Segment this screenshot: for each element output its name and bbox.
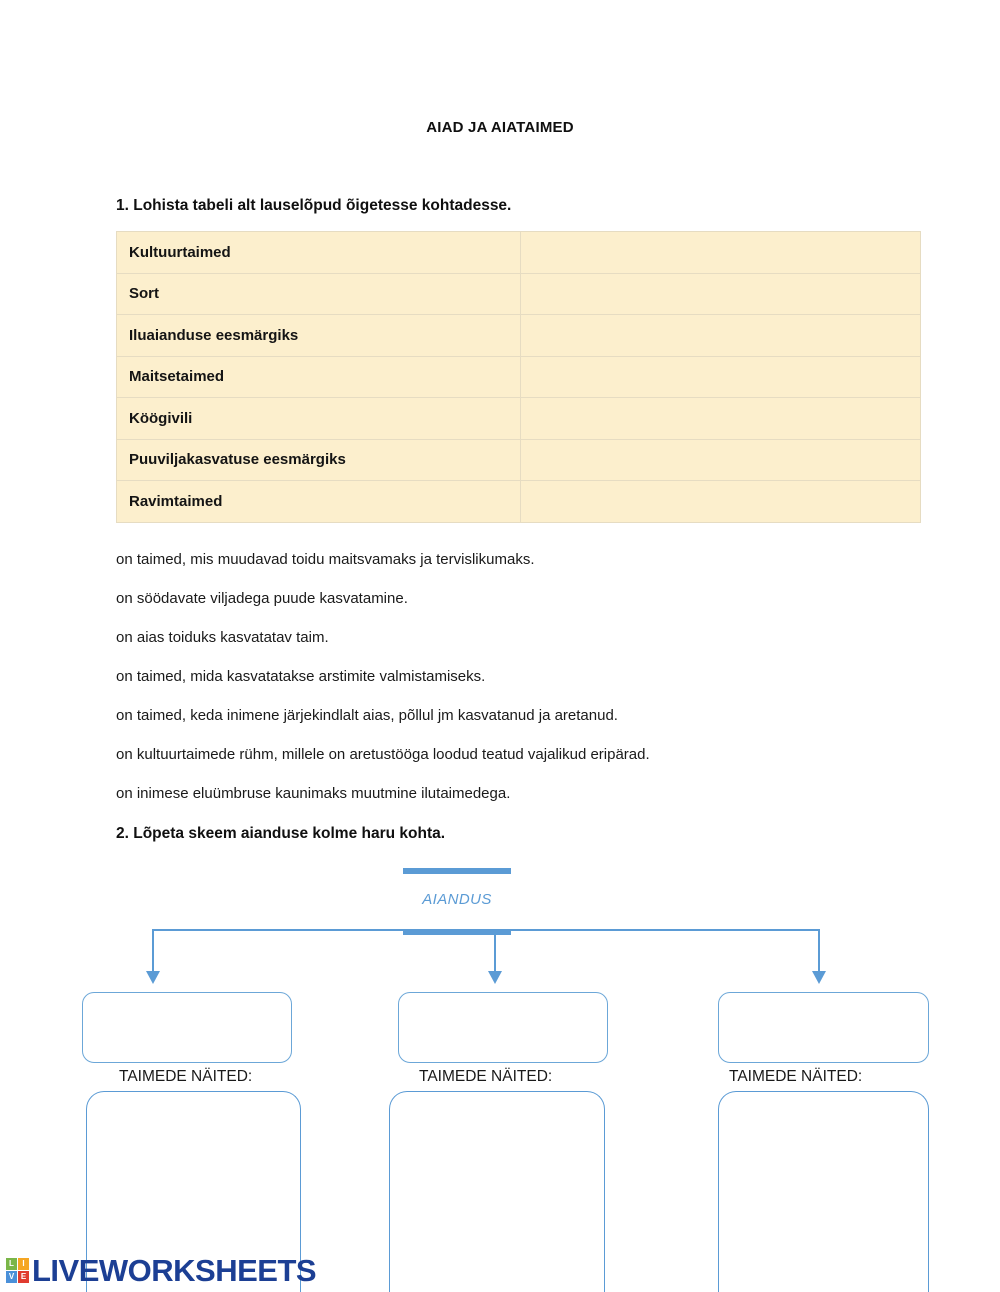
- logo-tile-e: E: [18, 1270, 29, 1283]
- table-row: Köögivili: [116, 397, 921, 440]
- answer-dropzone[interactable]: [520, 231, 921, 274]
- logo-tile-v: V: [6, 1270, 17, 1283]
- examples-input-2[interactable]: [389, 1091, 605, 1292]
- draggable-sentence[interactable]: on kultuurtaimede rühm, millele on aretu…: [116, 746, 650, 763]
- term-label: Sort: [116, 272, 521, 315]
- draggable-sentence[interactable]: on taimed, mis muudavad toidu maitsvamak…: [116, 551, 535, 568]
- term-label: Puuviljakasvatuse eesmärgiks: [116, 438, 521, 481]
- term-label: Ravimtaimed: [116, 480, 521, 523]
- table-row: Ravimtaimed: [116, 480, 921, 523]
- connector-vertical-line-3: [818, 929, 820, 973]
- draggable-sentence[interactable]: on inimese eluümbruse kaunimaks muutmine…: [116, 785, 511, 802]
- liveworksheets-mark-icon: L I V E: [6, 1257, 29, 1283]
- term-label: Iluaianduse eesmärgiks: [116, 314, 521, 357]
- liveworksheets-wordmark: LIVEWORKSHEETS: [32, 1252, 317, 1288]
- examples-input-1[interactable]: [86, 1091, 301, 1292]
- page-title: AIAD JA AIATAIMED: [426, 119, 574, 136]
- term-label: Köögivili: [116, 397, 521, 440]
- examples-label-1: TAIMEDE NÄITED:: [119, 1068, 253, 1085]
- task-2-heading: 2. Lõpeta skeem aianduse kolme haru koht…: [116, 825, 446, 842]
- table-row: Iluaianduse eesmärgiks: [116, 314, 921, 357]
- branch-name-input-3[interactable]: [718, 992, 929, 1063]
- branch-name-input-2[interactable]: [398, 992, 608, 1063]
- arrow-down-icon: [146, 971, 160, 984]
- draggable-sentence[interactable]: on taimed, mida kasvatatakse arstimite v…: [116, 668, 486, 685]
- term-label: Maitsetaimed: [116, 355, 521, 398]
- branch-name-input-1[interactable]: [82, 992, 292, 1063]
- arrow-down-icon: [488, 971, 502, 984]
- answer-dropzone[interactable]: [520, 272, 921, 315]
- liveworksheets-logo: L I V E LIVEWORKSHEETS: [6, 1252, 317, 1288]
- draggable-sentence[interactable]: on aias toiduks kasvatatav taim.: [116, 629, 329, 646]
- answer-dropzone[interactable]: [520, 438, 921, 481]
- answer-dropzone[interactable]: [520, 355, 921, 398]
- answer-dropzone[interactable]: [520, 397, 921, 440]
- answer-dropzone[interactable]: [520, 480, 921, 523]
- terms-table-body: Kultuurtaimed Sort Iluaianduse eesmärgik…: [116, 231, 921, 523]
- table-row: Kultuurtaimed: [116, 231, 921, 274]
- examples-label-3: TAIMEDE NÄITED:: [729, 1068, 863, 1085]
- logo-tile-l: L: [6, 1257, 17, 1270]
- root-label: AIANDUS: [422, 891, 492, 908]
- table-row: Sort: [116, 272, 921, 315]
- logo-tile-i: I: [18, 1257, 29, 1270]
- diagram-root-node: AIANDUS: [403, 868, 511, 935]
- answer-dropzone[interactable]: [520, 314, 921, 357]
- term-label: Kultuurtaimed: [116, 231, 521, 274]
- task-1-heading: 1. Lohista tabeli alt lauselõpud õigetes…: [116, 197, 512, 214]
- examples-label-2: TAIMEDE NÄITED:: [419, 1068, 553, 1085]
- examples-input-3[interactable]: [718, 1091, 929, 1292]
- terms-table: Kultuurtaimed Sort Iluaianduse eesmärgik…: [116, 231, 921, 523]
- connector-vertical-line-1: [152, 929, 154, 973]
- root-bar-top: [403, 868, 511, 874]
- sentence-list: on taimed, mis muudavad toidu maitsvamak…: [116, 552, 916, 825]
- table-row: Puuviljakasvatuse eesmärgiks: [116, 438, 921, 481]
- draggable-sentence[interactable]: on taimed, keda inimene järjekindlalt ai…: [116, 707, 618, 724]
- draggable-sentence[interactable]: on söödavate viljadega puude kasvatamine…: [116, 590, 408, 607]
- table-row: Maitsetaimed: [116, 355, 921, 398]
- aiandus-diagram: AIANDUS TAIMEDE NÄITED: TAIMEDE NÄITED: …: [0, 855, 1000, 1292]
- arrow-down-icon: [812, 971, 826, 984]
- root-bar-bottom: [403, 929, 511, 935]
- connector-vertical-line-2: [494, 929, 496, 973]
- connector-horizontal-line: [152, 929, 820, 931]
